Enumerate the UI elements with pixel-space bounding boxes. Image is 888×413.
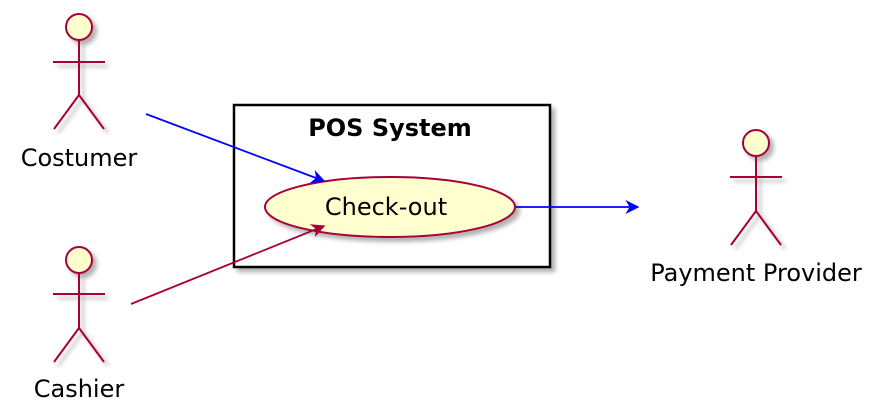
actor-payment-provider-head bbox=[742, 129, 770, 157]
actor-cashier-left-leg bbox=[53, 327, 80, 363]
actor-payment-provider-label: Payment Provider bbox=[650, 259, 862, 287]
actor-payment-provider-right-leg bbox=[755, 210, 782, 246]
actor-cashier[interactable] bbox=[53, 246, 105, 363]
actor-costumer-label: Costumer bbox=[21, 144, 138, 172]
actor-cashier-right-leg bbox=[78, 327, 105, 363]
actor-payment-provider[interactable] bbox=[730, 129, 782, 246]
use-case-check-out[interactable]: Check-out bbox=[264, 176, 516, 238]
actor-payment-provider-left-leg bbox=[730, 210, 757, 246]
use-case-label: Check-out bbox=[325, 193, 447, 221]
actor-costumer-right-leg bbox=[78, 94, 105, 130]
actor-cashier-head bbox=[65, 246, 93, 274]
pos-system-boundary: POS System bbox=[232, 103, 552, 269]
association-costumer-to-check-out bbox=[145, 113, 326, 184]
actor-cashier-label: Cashier bbox=[34, 375, 125, 403]
actor-costumer[interactable] bbox=[53, 13, 105, 130]
actor-costumer-left-leg bbox=[53, 94, 80, 130]
association-cashier-to-check-out bbox=[130, 224, 326, 305]
actor-costumer-head bbox=[65, 13, 93, 41]
system-title: POS System bbox=[308, 114, 472, 142]
